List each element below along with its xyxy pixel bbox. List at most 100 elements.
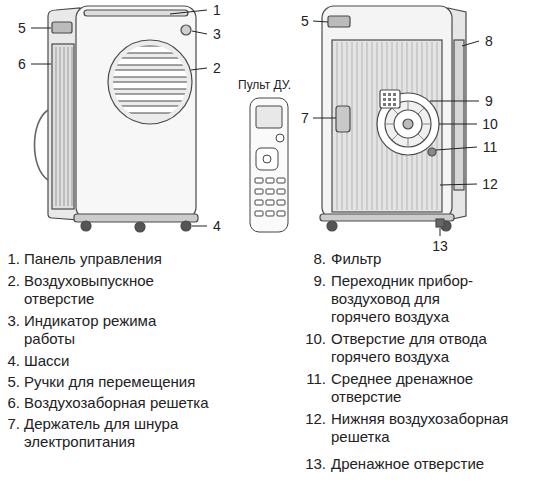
- remote-control: [266, 178, 274, 183]
- remote-control: [255, 189, 263, 194]
- back-unit: [403, 119, 413, 129]
- remote-control: [277, 211, 285, 216]
- back-unit: [394, 110, 422, 138]
- part-name: Дренажное отверстие: [331, 455, 531, 473]
- remote-control: [277, 200, 285, 205]
- back-unit: [328, 16, 350, 27]
- remote-label: Пульт ДУ.: [238, 78, 291, 92]
- leader-line: [192, 31, 207, 34]
- callout-number: 6: [14, 56, 30, 72]
- remote-control: [277, 189, 285, 194]
- remote-control: [266, 200, 274, 205]
- remote-control: [255, 178, 263, 183]
- leader-line: [436, 147, 477, 150]
- callout-number: 11: [479, 139, 501, 155]
- back-unit: [418, 134, 424, 140]
- front-unit: [108, 94, 192, 101]
- remote-control: [266, 211, 274, 216]
- front-unit: [108, 82, 192, 89]
- remote-control: [266, 189, 274, 194]
- leader-line: [191, 68, 207, 70]
- leader-line: [313, 118, 336, 119]
- back-unit: [320, 6, 466, 231]
- back-unit: [336, 106, 350, 132]
- list-number: 10.: [298, 330, 326, 348]
- front-unit: [76, 6, 196, 219]
- front-unit: [35, 110, 49, 180]
- back-unit: [388, 93, 391, 96]
- back-unit: [352, 42, 353, 210]
- list-number: 4.: [0, 352, 20, 370]
- back-unit: [408, 138, 409, 147]
- list-number: 2.: [0, 272, 20, 290]
- leader-line: [192, 226, 207, 227]
- callout-number: 8: [480, 33, 498, 49]
- back-unit: [357, 42, 358, 210]
- list-number: 7.: [0, 415, 20, 433]
- front-unit: [135, 222, 145, 232]
- part-name: Ручки для перемещения: [24, 373, 304, 391]
- leader-line: [440, 184, 477, 185]
- front-unit: [48, 8, 80, 220]
- list-number: 3.: [0, 312, 20, 330]
- back-unit: [380, 90, 400, 108]
- part-name: Панель управления: [24, 250, 304, 268]
- part-name: Отверстие для отвода горячего воздуха: [331, 330, 521, 366]
- back-unit: [322, 6, 452, 219]
- leader-line: [170, 10, 207, 14]
- back-unit: [393, 93, 396, 96]
- front-unit: [68, 47, 69, 206]
- back-unit: [393, 103, 396, 106]
- back-unit: [454, 40, 464, 190]
- part-name: Воздуховыпускное отверстие: [24, 272, 184, 308]
- leader-line: [31, 10, 207, 226]
- part-name: Среднее дренажное отверстие: [331, 370, 501, 406]
- part-name: Нижняя воздухозаборная решетка: [331, 410, 536, 446]
- front-unit: [81, 221, 91, 231]
- front-unit: [108, 46, 192, 53]
- remote-control: [255, 211, 263, 216]
- back-unit: [392, 134, 398, 140]
- back-unit: [367, 42, 368, 210]
- back-unit: [383, 98, 386, 101]
- front-unit: [181, 25, 191, 35]
- back-unit: [392, 108, 398, 114]
- list-number: 1.: [0, 250, 20, 268]
- back-unit: [383, 93, 386, 96]
- back-unit: [383, 93, 396, 106]
- callout-number: 1: [209, 2, 225, 18]
- remote-control: [256, 106, 282, 128]
- callout-number: 5: [297, 13, 313, 29]
- part-name: Воздухозаборная решетка: [24, 394, 304, 412]
- back-unit: [388, 103, 391, 106]
- leader-line: [313, 21, 328, 22]
- front-unit: [108, 70, 192, 77]
- back-unit: [327, 221, 337, 231]
- remote-control: [256, 148, 278, 170]
- part-name: Переходник прибор-воздуховод для горячег…: [331, 272, 503, 326]
- remote-control: [276, 134, 284, 142]
- part-name: Фильтр: [331, 250, 531, 268]
- remote-control: [250, 98, 288, 232]
- leader-line: [31, 64, 51, 65]
- back-unit: [385, 124, 394, 125]
- remote-control: [255, 200, 263, 205]
- front-unit: [56, 47, 57, 206]
- leader-line: [31, 28, 51, 29]
- front-unit: [52, 22, 72, 33]
- front-unit: [181, 221, 191, 231]
- back-unit: [388, 98, 391, 101]
- part-name: Индикатор режима работы: [24, 312, 174, 348]
- leader-line: [440, 228, 441, 236]
- front-unit: [108, 58, 192, 65]
- front-unit: [52, 44, 74, 209]
- list-number: 11.: [298, 370, 326, 388]
- back-unit: [383, 103, 386, 106]
- list-number: 6.: [0, 394, 20, 412]
- leader-line: [313, 21, 479, 236]
- back-unit: [422, 124, 431, 125]
- part-name: Шасси: [24, 352, 304, 370]
- remote-control: [250, 98, 288, 232]
- back-unit: [408, 101, 409, 110]
- front-unit: [108, 40, 192, 124]
